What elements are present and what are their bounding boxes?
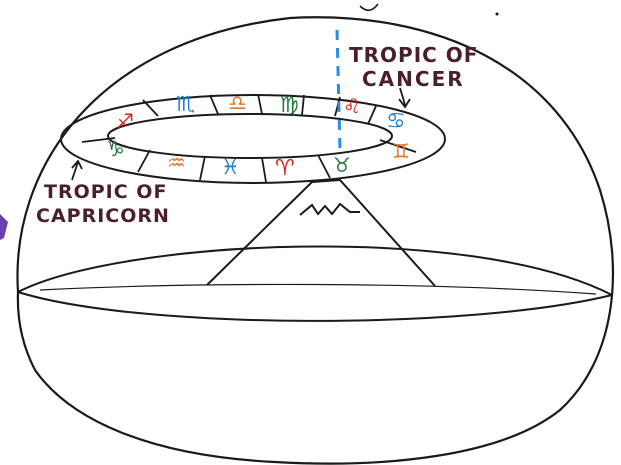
zodiac-symbols: ♐ ♏ ♎ ♍ ♌ ♋ ♊ ♉ ♈ ♓ ♒ ♑ bbox=[106, 91, 410, 181]
world-axis bbox=[337, 30, 340, 150]
tropic-capricorn-label-line2: CAPRICORN bbox=[36, 205, 170, 227]
zodiac-pisces: ♓ bbox=[221, 155, 240, 179]
zodiac-ring-inner bbox=[108, 114, 392, 158]
zodiac-sagittarius: ♐ bbox=[116, 109, 134, 133]
zodiac-cancer: ♋ bbox=[386, 109, 406, 134]
earth-disc-bottom bbox=[18, 292, 612, 321]
zodiac-virgo: ♍ bbox=[280, 93, 299, 117]
zodiac-libra: ♎ bbox=[228, 91, 247, 115]
zodiac-scorpio: ♏ bbox=[176, 92, 195, 116]
purple-edge-mark bbox=[0, 214, 8, 240]
zodiac-taurus: ♉ bbox=[333, 153, 351, 177]
capricorn-arrow bbox=[72, 161, 82, 180]
scan-dot bbox=[496, 13, 499, 16]
zodiac-aries: ♈ bbox=[275, 156, 295, 181]
tropic-cancer-label-line1: TROPIC OF bbox=[349, 43, 478, 67]
earth-disc-ridge bbox=[40, 284, 596, 294]
mountain bbox=[207, 180, 435, 286]
tropic-cancer-label-line2: CANCER bbox=[362, 67, 465, 91]
mountain-snowcap bbox=[300, 204, 360, 215]
zodiac-capricorn: ♑ bbox=[106, 137, 125, 161]
zodiac-gemini: ♊ bbox=[392, 139, 410, 163]
scan-mark-top bbox=[360, 4, 378, 10]
zodiac-leo: ♌ bbox=[343, 94, 361, 118]
zodiac-aquarius: ♒ bbox=[167, 151, 186, 175]
outer-dome bbox=[17, 17, 612, 463]
ring-dividers bbox=[82, 94, 416, 182]
tropic-capricorn-label-line1: TROPIC OF bbox=[44, 181, 167, 203]
